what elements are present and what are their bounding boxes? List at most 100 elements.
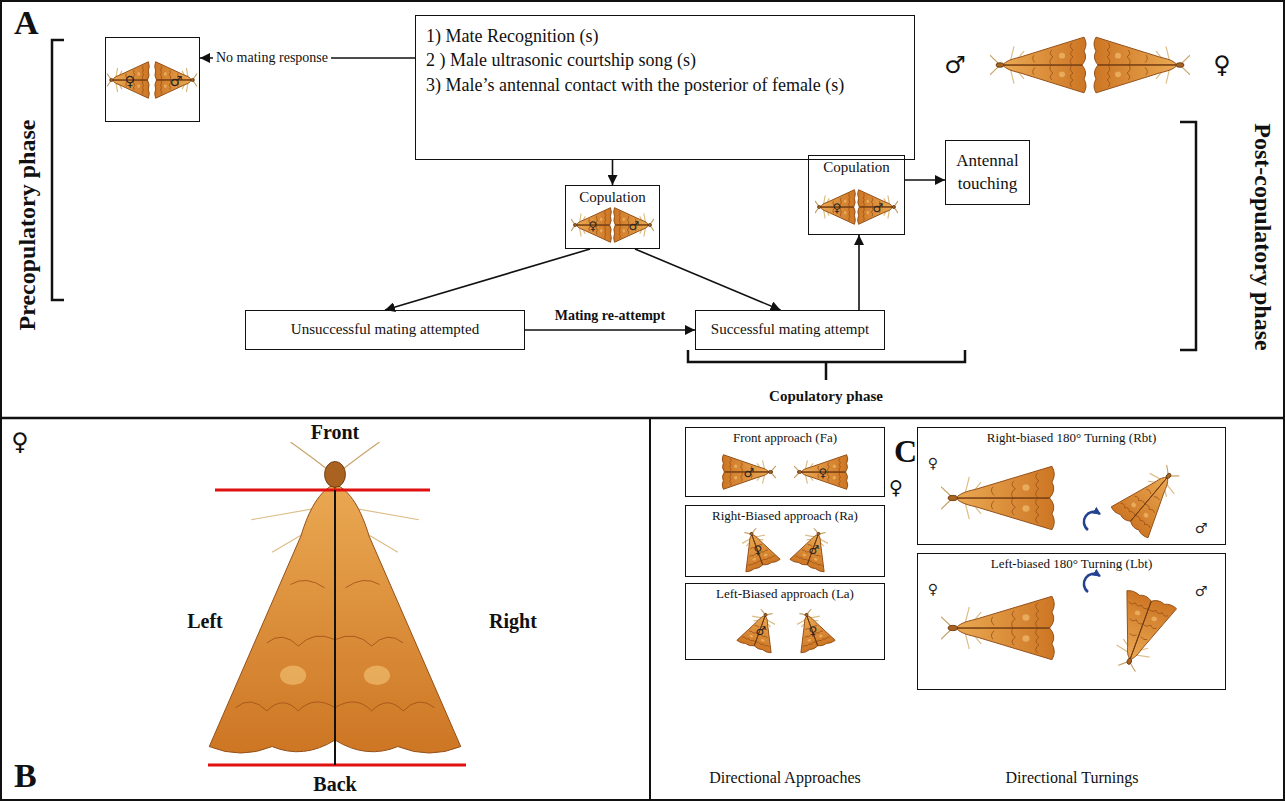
flow-arrow <box>525 329 695 331</box>
drawing-part <box>858 190 898 225</box>
box-text: 2 ) Male ultrasonic courtship song (s) <box>426 48 866 72</box>
sex-symbol: ♀ <box>928 582 938 596</box>
drawing-part <box>52 40 64 300</box>
turning-box: Left-biased 180° Turning (Lbt) ♀ ♂ <box>917 553 1226 690</box>
sex-symbol: ♂ <box>944 52 966 78</box>
box-heading: Copulation <box>813 158 900 178</box>
box-heading: Left-biased 180° Turning (Lbt) <box>922 556 1221 573</box>
direction-label: Left <box>187 610 223 632</box>
sex-symbol: ♀ <box>11 429 29 455</box>
drawing-part <box>941 466 1054 529</box>
sex-symbol: ♀ <box>125 74 135 88</box>
box-text: Unsuccessful mating attempted <box>291 320 479 340</box>
sex-symbol: ♀ <box>819 467 828 479</box>
box-heading: Right-Biased approach (Ra) <box>690 508 880 525</box>
box-heading: Copulation <box>570 188 655 208</box>
sex-symbol: ♂ <box>744 467 755 479</box>
flow-arrow <box>385 249 590 310</box>
copulation-box: Copulation ♀ ♂ <box>808 155 905 235</box>
phase-label: Post-copulatory phase <box>1250 123 1276 350</box>
sex-symbol: ♂ <box>1195 584 1208 598</box>
box-text: 3) Male’s antennal contact with the post… <box>426 73 866 97</box>
box-text: 1) Mate Recognition (s) <box>426 24 866 48</box>
drawing-part <box>1110 455 1191 539</box>
flow-arrow <box>635 249 781 310</box>
process-box: Antennal touching <box>945 140 1030 205</box>
box-heading: Front approach (Fa) <box>690 430 880 447</box>
sex-symbol: ♂ <box>629 220 640 232</box>
phase-brackets <box>52 40 1196 380</box>
turning-arrows <box>1084 512 1100 592</box>
flow-arrow <box>612 160 614 185</box>
drawing-part <box>1084 574 1100 592</box>
edge-label: No mating response <box>213 50 331 65</box>
drawing-part <box>733 524 780 573</box>
sex-symbol: ♀ <box>754 544 763 556</box>
behaviour-box: 1) Mate Recognition (s)2 ) Male ultrason… <box>415 15 915 160</box>
drawing-part <box>107 62 149 98</box>
box-text: Antennal touching <box>951 150 1024 194</box>
drawing-part <box>1180 122 1196 350</box>
turning-box: Right-biased 180° Turning (Rbt) ♀ ♂ <box>917 427 1226 545</box>
drawing-part <box>155 62 197 98</box>
box-text: Successful mating attempt <box>711 320 869 340</box>
moth-figures <box>107 37 1192 753</box>
phase-label: Precopulatory phase <box>14 120 40 331</box>
edge-label: Mating re-attempt <box>552 308 669 323</box>
sex-symbol: ♀ <box>589 220 598 232</box>
group-caption: Directional Turnings <box>1006 769 1139 787</box>
drawing-part <box>794 455 848 490</box>
sex-symbol: ♂ <box>809 544 820 556</box>
sex-symbol: ♂ <box>756 625 767 637</box>
sex-symbol: ♀ <box>889 477 903 498</box>
drawing-part <box>941 596 1054 659</box>
drawing-part <box>614 208 654 243</box>
drawing-part <box>0 417 1285 420</box>
sex-symbol: ♀ <box>809 625 818 637</box>
drawing-part <box>815 190 855 225</box>
drawing-part <box>1102 589 1177 677</box>
drawing-part <box>649 418 651 801</box>
sex-symbol: ♀ <box>1213 52 1231 78</box>
drawing-part <box>1084 512 1100 530</box>
sex-symbol: ♂ <box>170 74 183 88</box>
approach-box: Right-Biased approach (Ra) ♀ ♂ <box>685 505 885 577</box>
measure-lines <box>208 490 466 765</box>
direction-label: Front <box>311 421 360 443</box>
flow-arrow <box>858 235 860 310</box>
direction-label: Right <box>489 610 537 632</box>
drawing-part <box>790 524 837 573</box>
group-caption: Directional Approaches <box>709 769 861 787</box>
drawing-part <box>688 350 965 380</box>
process-box: Unsuccessful mating attempted <box>245 310 525 350</box>
phase-label: Copulatory phase <box>769 388 883 405</box>
flow-arrow <box>905 179 945 181</box>
sex-symbol: ♀ <box>833 202 842 214</box>
sex-symbol: ♂ <box>873 202 884 214</box>
drawing-part <box>722 455 776 490</box>
drawing-part <box>1094 37 1190 93</box>
approach-box: Front approach (Fa) ♂ ♀ <box>685 427 885 497</box>
picture-box: ♀♂ <box>105 37 200 122</box>
drawing-part <box>737 605 784 654</box>
drawing-part <box>215 489 430 492</box>
drawing-part <box>334 490 336 765</box>
process-box: Successful mating attempt <box>695 310 885 350</box>
drawing-part <box>990 37 1086 93</box>
box-heading: Left-Biased approach (La) <box>690 586 880 603</box>
drawing-part <box>208 764 466 767</box>
direction-label: Back <box>313 773 356 795</box>
sex-symbol: ♂ <box>1195 521 1208 535</box>
panel-letter: C <box>894 434 917 469</box>
drawing-part <box>788 605 835 654</box>
sex-symbol: ♀ <box>928 456 938 470</box>
approach-box: Left-Biased approach (La) ♂ ♀ <box>685 583 885 660</box>
box-heading: Right-biased 180° Turning (Rbt) <box>922 430 1221 447</box>
